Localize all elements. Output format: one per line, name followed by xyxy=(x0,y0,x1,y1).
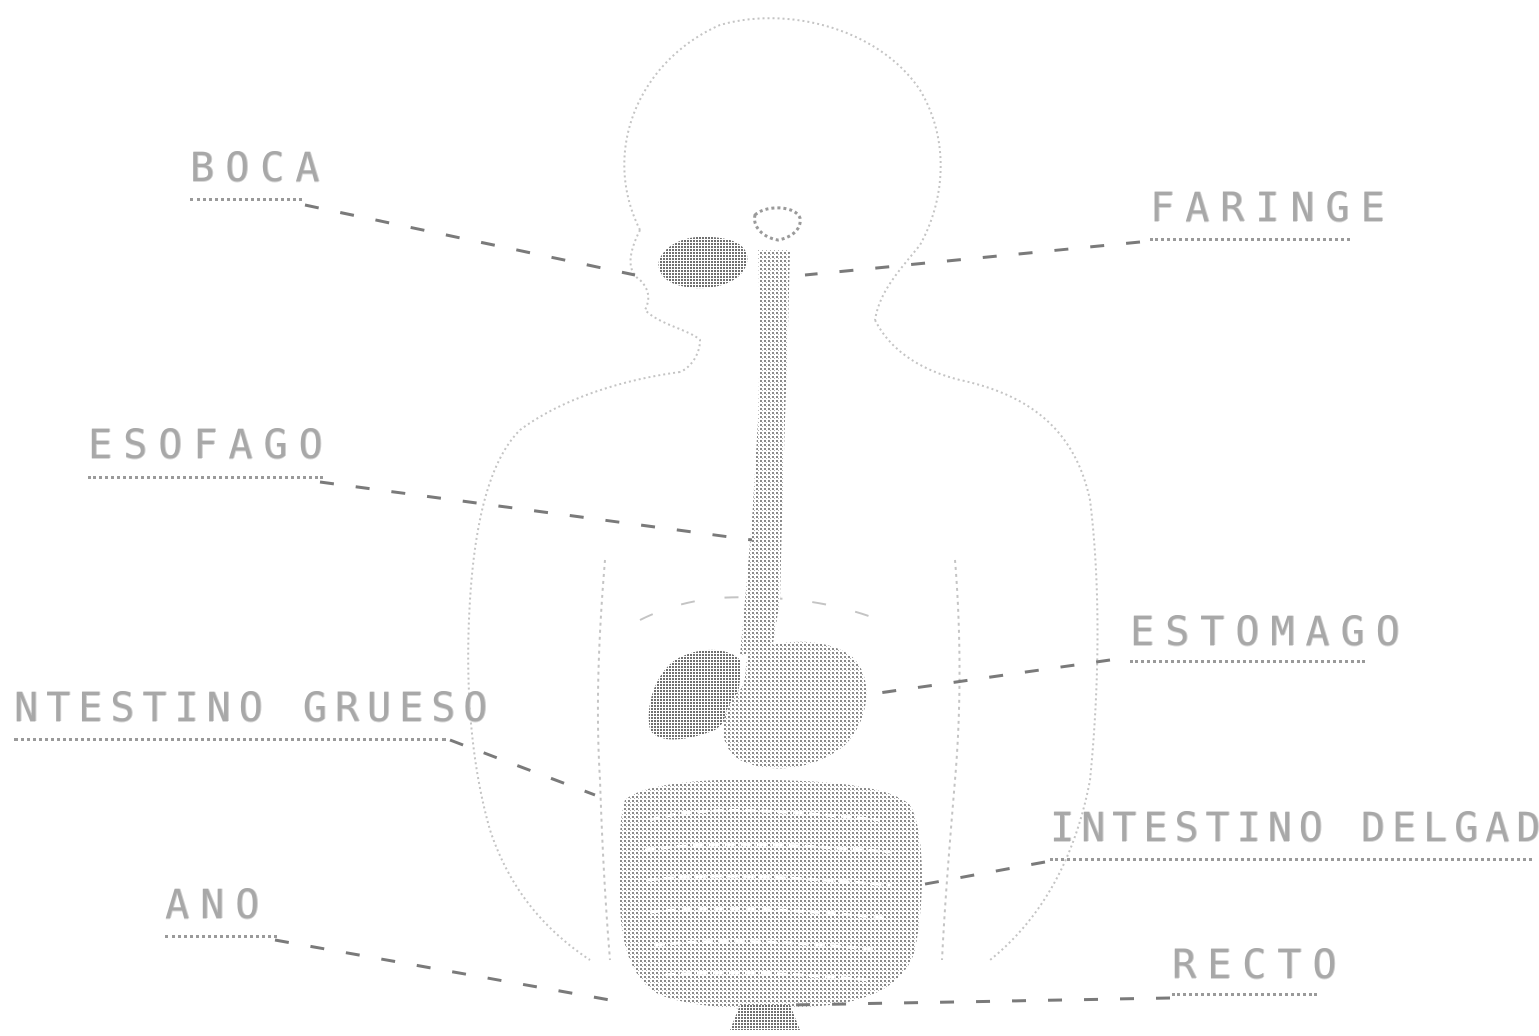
label-intestino-grueso: NTESTINO GRUESO xyxy=(14,688,495,728)
label-esofago: ESOFAGO xyxy=(88,425,334,465)
left-arm-outline xyxy=(598,560,610,960)
label-recto: RECTO xyxy=(1172,945,1347,985)
underline-recto xyxy=(1172,993,1317,996)
leader-faringe xyxy=(805,242,1140,275)
esophagus xyxy=(740,250,790,655)
label-ano: ANO xyxy=(165,885,270,925)
leader-intestino-grueso xyxy=(450,740,595,795)
mouth-cavity xyxy=(658,237,747,289)
underline-ano xyxy=(165,935,277,938)
underline-intestino-delgado xyxy=(1050,858,1532,861)
underline-esofago xyxy=(88,476,323,479)
underline-estomago xyxy=(1130,660,1365,663)
leader-estomago xyxy=(865,660,1110,695)
leader-intestino-delgado xyxy=(920,862,1045,885)
right-arm-outline xyxy=(942,560,960,960)
label-boca: BOCA xyxy=(190,148,330,188)
underline-intestino-grueso xyxy=(14,738,446,741)
label-intestino-delgado: INTESTINO DELGADO xyxy=(1050,808,1539,848)
leader-esofago xyxy=(320,482,752,540)
stomach xyxy=(723,642,866,769)
underline-faringe xyxy=(1150,238,1350,241)
pharynx-top xyxy=(755,208,801,240)
underline-boca xyxy=(190,198,302,201)
rectum xyxy=(730,1005,800,1030)
organs xyxy=(620,208,922,1030)
leader-boca xyxy=(305,205,635,275)
leader-ano xyxy=(275,940,610,1000)
label-faringe: FARINGE xyxy=(1150,188,1396,228)
label-estomago: ESTOMAGO xyxy=(1130,612,1411,652)
